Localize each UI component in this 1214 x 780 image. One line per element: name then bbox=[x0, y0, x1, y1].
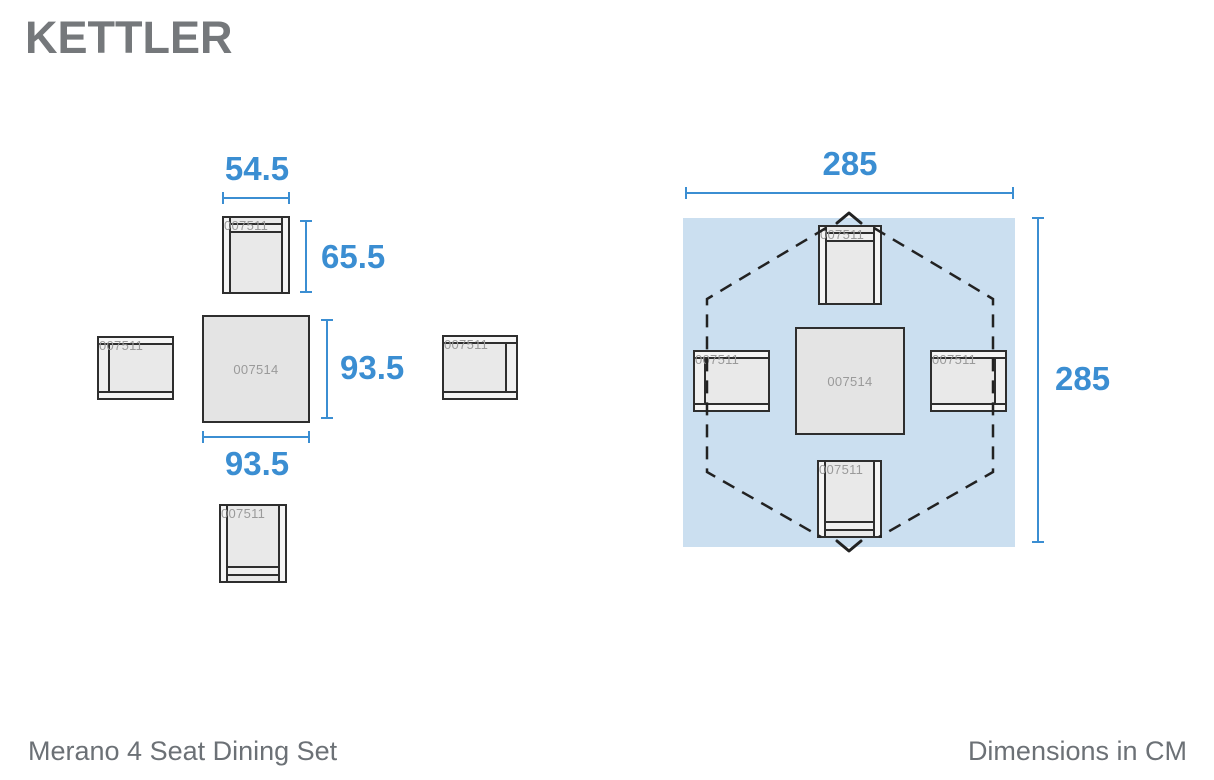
dim-label-footprint-width: 285 bbox=[822, 145, 878, 182]
chair-armrest bbox=[278, 506, 285, 581]
chair-south: 007511 bbox=[817, 460, 882, 538]
dim-line-chair-depth bbox=[300, 220, 312, 293]
chair-west: 007511 bbox=[693, 350, 770, 412]
chair-backrest bbox=[695, 359, 706, 403]
chair-backrest bbox=[827, 232, 873, 242]
dim-line-footprint-width bbox=[685, 187, 1014, 199]
dim-line-footprint-height bbox=[1032, 217, 1044, 543]
chair-sku-label: 007511 bbox=[99, 338, 144, 353]
chair-backrest bbox=[231, 223, 281, 233]
dim-line-chair-width bbox=[222, 192, 290, 204]
chair-backrest bbox=[994, 359, 1005, 403]
chair-armrest bbox=[221, 506, 228, 581]
chair-east: 007511 bbox=[930, 350, 1007, 412]
table-top-view: 007514 bbox=[795, 327, 905, 435]
chair-sku-label: 007511 bbox=[444, 337, 489, 352]
dim-label-chair-width: 54.5 bbox=[224, 150, 290, 187]
chair-armrest bbox=[99, 391, 172, 398]
dim-label-footprint-height: 285 bbox=[1055, 360, 1111, 397]
dim-label-chair-depth: 65.5 bbox=[321, 238, 386, 275]
chair-east: 007511 bbox=[442, 335, 518, 400]
chair-sku-label: 007511 bbox=[819, 462, 864, 477]
chair-north: 007511 bbox=[222, 216, 290, 294]
chair-sku-label: 007511 bbox=[932, 352, 977, 367]
dim-label-table-width: 93.5 bbox=[224, 445, 290, 482]
chair-west: 007511 bbox=[97, 336, 174, 400]
dim-label-table-depth: 93.5 bbox=[340, 349, 405, 386]
chair-north: 007511 bbox=[818, 225, 882, 305]
chair-sku-label: 007511 bbox=[224, 218, 269, 233]
chair-armrest bbox=[224, 218, 231, 292]
chair-backrest bbox=[99, 345, 110, 391]
chair-backrest bbox=[505, 344, 516, 391]
units-label: Dimensions in CM bbox=[967, 736, 1187, 766]
chair-backrest bbox=[826, 521, 873, 531]
chair-armrest bbox=[281, 218, 288, 292]
brand-logo: KETTLER bbox=[25, 12, 233, 63]
dim-line-table-depth bbox=[321, 319, 333, 419]
product-name: Merano 4 Seat Dining Set bbox=[28, 736, 338, 766]
table-sku-label: 007514 bbox=[233, 361, 279, 377]
chair-armrest bbox=[444, 337, 516, 344]
table-sku-label: 007514 bbox=[827, 373, 873, 389]
chair-armrest bbox=[99, 338, 172, 345]
chair-sku-label: 007511 bbox=[695, 352, 740, 367]
chair-south: 007511 bbox=[219, 504, 287, 583]
chair-armrest bbox=[444, 391, 516, 398]
chair-backrest bbox=[228, 566, 278, 576]
chair-sku-label: 007511 bbox=[820, 227, 865, 242]
chair-sku-label: 007511 bbox=[221, 506, 266, 521]
dim-line-table-width bbox=[202, 431, 310, 443]
table-top-view: 007514 bbox=[202, 315, 310, 423]
